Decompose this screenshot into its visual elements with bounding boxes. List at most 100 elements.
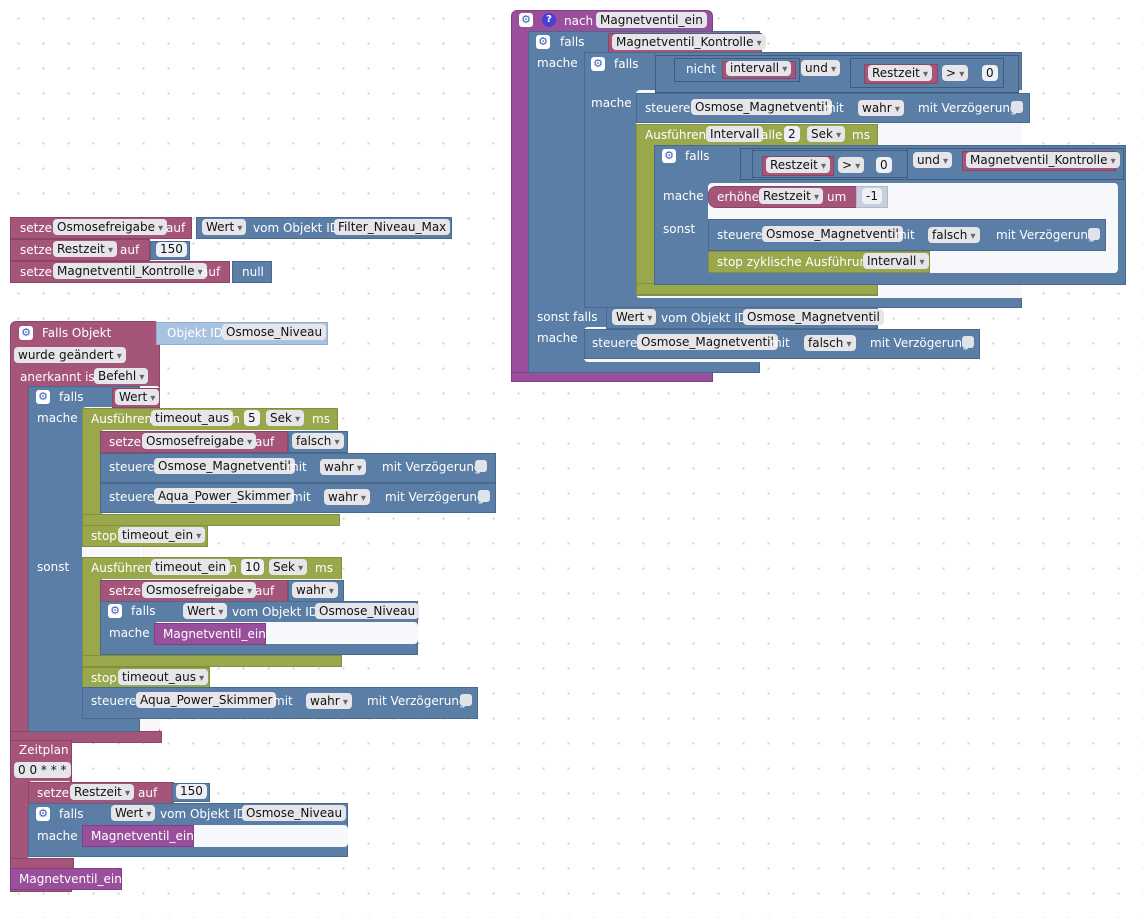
wahr-dropdown[interactable]: wahr	[324, 489, 370, 505]
steuere-label: steuere	[109, 490, 155, 504]
mit-label: mit	[824, 101, 844, 115]
in-label: in	[229, 412, 240, 426]
cron-field[interactable]: 0 0 * * *	[14, 762, 71, 778]
object-id-osmose-niveau[interactable]: Osmose_Niveau	[222, 324, 327, 340]
falsch-dropdown[interactable]: falsch	[928, 227, 980, 243]
wahr-dropdown[interactable]: wahr	[320, 459, 366, 475]
number-0[interactable]: 0	[876, 157, 892, 173]
wert-dropdown[interactable]: Wert	[202, 219, 247, 235]
falls-label: falls	[560, 35, 585, 49]
delay-checkbox[interactable]	[460, 694, 472, 706]
device-osmose-mv[interactable]: Osmose_Magnetventil	[154, 458, 295, 474]
var-mv-kontrolle-dropdown[interactable]: Magnetventil_Kontrolle	[53, 263, 207, 279]
device-osmose-mv[interactable]: Osmose_Magnetventil	[637, 334, 778, 350]
var-restzeit-dropdown[interactable]: Restzeit	[53, 241, 118, 257]
falsch-dropdown[interactable]: falsch	[804, 335, 856, 351]
erhoehe-label: erhöhe	[717, 190, 760, 204]
null-value: null	[242, 265, 264, 279]
mit-label: mit	[287, 460, 307, 474]
steuere-label: steuere	[645, 101, 691, 115]
var-timeout-ein-dropdown[interactable]: timeout_ein	[118, 527, 206, 543]
wahr-dropdown[interactable]: wahr	[306, 693, 352, 709]
mit-verz-label: mit Verzögerung	[918, 101, 1018, 115]
device-osmose-mv[interactable]: Osmose_Magnetventil	[743, 309, 884, 325]
und-dropdown[interactable]: und	[801, 60, 841, 76]
number-10[interactable]: 10	[241, 559, 265, 575]
sek-dropdown[interactable]: Sek	[807, 126, 846, 142]
var-osmosefreigabe-dropdown[interactable]: Osmosefreigabe	[142, 433, 257, 449]
var-restzeit-dropdown[interactable]: Restzeit	[759, 188, 824, 204]
call-label: Magnetventil_ein	[19, 872, 122, 886]
wurde-geaendert-dropdown[interactable]: wurde geändert	[14, 347, 126, 363]
var-timeout-aus-dropdown[interactable]: timeout_aus	[118, 669, 209, 685]
help-icon[interactable]: ?	[542, 13, 556, 27]
falls-label: falls	[614, 57, 639, 71]
gear-icon[interactable]: ⚙	[662, 149, 676, 163]
wahr-dropdown[interactable]: wahr	[858, 100, 904, 116]
var-mv-kontrolle-dropdown[interactable]: Magnetventil_Kontrolle	[612, 34, 766, 50]
wert-dropdown[interactable]: Wert	[115, 389, 160, 405]
delay-checkbox[interactable]	[478, 490, 490, 502]
procedure-name-field[interactable]: Magnetventil_ein	[596, 12, 707, 28]
delay-checkbox[interactable]	[1011, 101, 1023, 113]
device-osmose-mv[interactable]: Osmose_Magnetventil	[762, 226, 903, 242]
ausfuehren-label: Ausführen	[91, 561, 153, 575]
device-skimmer[interactable]: Aqua_Power_Skimmer	[154, 488, 295, 504]
var-timeout-aus-field[interactable]: timeout_aus	[151, 410, 233, 426]
und-dropdown[interactable]: und	[913, 152, 953, 168]
sek-dropdown[interactable]: Sek	[269, 559, 308, 575]
number-neg1[interactable]: -1	[862, 188, 882, 204]
object-id-osmose-niveau[interactable]: Osmose_Niveau	[242, 805, 347, 821]
gear-icon[interactable]: ⚙	[19, 326, 33, 340]
call-magnetventil-ein[interactable]	[154, 623, 266, 645]
object-id-filter[interactable]: Filter_Niveau_Max	[334, 219, 451, 235]
var-intervall-dropdown[interactable]: Intervall	[863, 253, 929, 269]
var-intervall-dropdown[interactable]: intervall	[726, 61, 792, 76]
var-osmosefreigabe-dropdown[interactable]: Osmosefreigabe	[53, 219, 168, 235]
gear-icon[interactable]: ⚙	[519, 13, 533, 27]
number-0[interactable]: 0	[982, 65, 998, 81]
call-magnetventil-ein[interactable]	[10, 868, 122, 890]
var-timeout-ein-field[interactable]: timeout_ein	[151, 559, 231, 575]
ausfuehren-label: Ausführen	[91, 412, 153, 426]
object-id-osmose-niveau[interactable]: Osmose_Niveau	[315, 603, 420, 619]
number-5[interactable]: 5	[244, 410, 260, 426]
alle-label: alle	[761, 128, 783, 142]
auf-label: auf	[120, 243, 140, 257]
falsch-dropdown[interactable]: falsch	[292, 433, 344, 449]
gear-icon[interactable]: ⚙	[536, 35, 550, 49]
device-skimmer[interactable]: Aqua_Power_Skimmer	[136, 692, 277, 708]
gt-dropdown[interactable]: >	[942, 65, 969, 81]
null-block[interactable]	[232, 261, 272, 283]
befehl-dropdown[interactable]: Befehl	[94, 368, 149, 384]
var-mv-kontrolle-dropdown[interactable]: Magnetventil_Kontrolle	[966, 152, 1120, 168]
var-restzeit-dropdown[interactable]: Restzeit	[766, 157, 831, 173]
var-restzeit-dropdown[interactable]: Restzeit	[868, 65, 933, 81]
call-magnetventil-ein[interactable]	[82, 825, 194, 847]
var-restzeit-dropdown[interactable]: Restzeit	[70, 784, 135, 800]
sek-dropdown[interactable]: Sek	[266, 410, 305, 426]
delay-checkbox[interactable]	[1088, 228, 1100, 240]
var-osmosefreigabe-dropdown[interactable]: Osmosefreigabe	[142, 582, 257, 598]
wert-dropdown[interactable]: Wert	[111, 805, 156, 821]
wert-dropdown[interactable]: Wert	[183, 603, 228, 619]
gear-icon[interactable]: ⚙	[108, 604, 122, 618]
from-obj-label: vom Objekt ID	[232, 605, 318, 619]
gt-dropdown[interactable]: >	[838, 157, 865, 173]
gear-icon[interactable]: ⚙	[36, 390, 50, 404]
delay-checkbox[interactable]	[962, 336, 974, 348]
number-2[interactable]: 2	[784, 126, 800, 142]
falls-label: falls	[131, 604, 156, 618]
gear-icon[interactable]: ⚙	[591, 57, 605, 71]
falls-label: falls	[59, 807, 84, 821]
wert-dropdown[interactable]: Wert	[612, 309, 657, 325]
var-intervall-field[interactable]: Intervall	[706, 126, 764, 142]
number-150[interactable]: 150	[176, 784, 207, 799]
delay-checkbox[interactable]	[475, 460, 487, 472]
number-150[interactable]: 150	[156, 242, 187, 257]
auf-label: auf	[201, 265, 221, 279]
wahr-dropdown[interactable]: wahr	[292, 582, 338, 598]
device-osmose-mv[interactable]: Osmose_Magnetventil	[691, 99, 832, 115]
gear-icon[interactable]: ⚙	[36, 807, 50, 821]
